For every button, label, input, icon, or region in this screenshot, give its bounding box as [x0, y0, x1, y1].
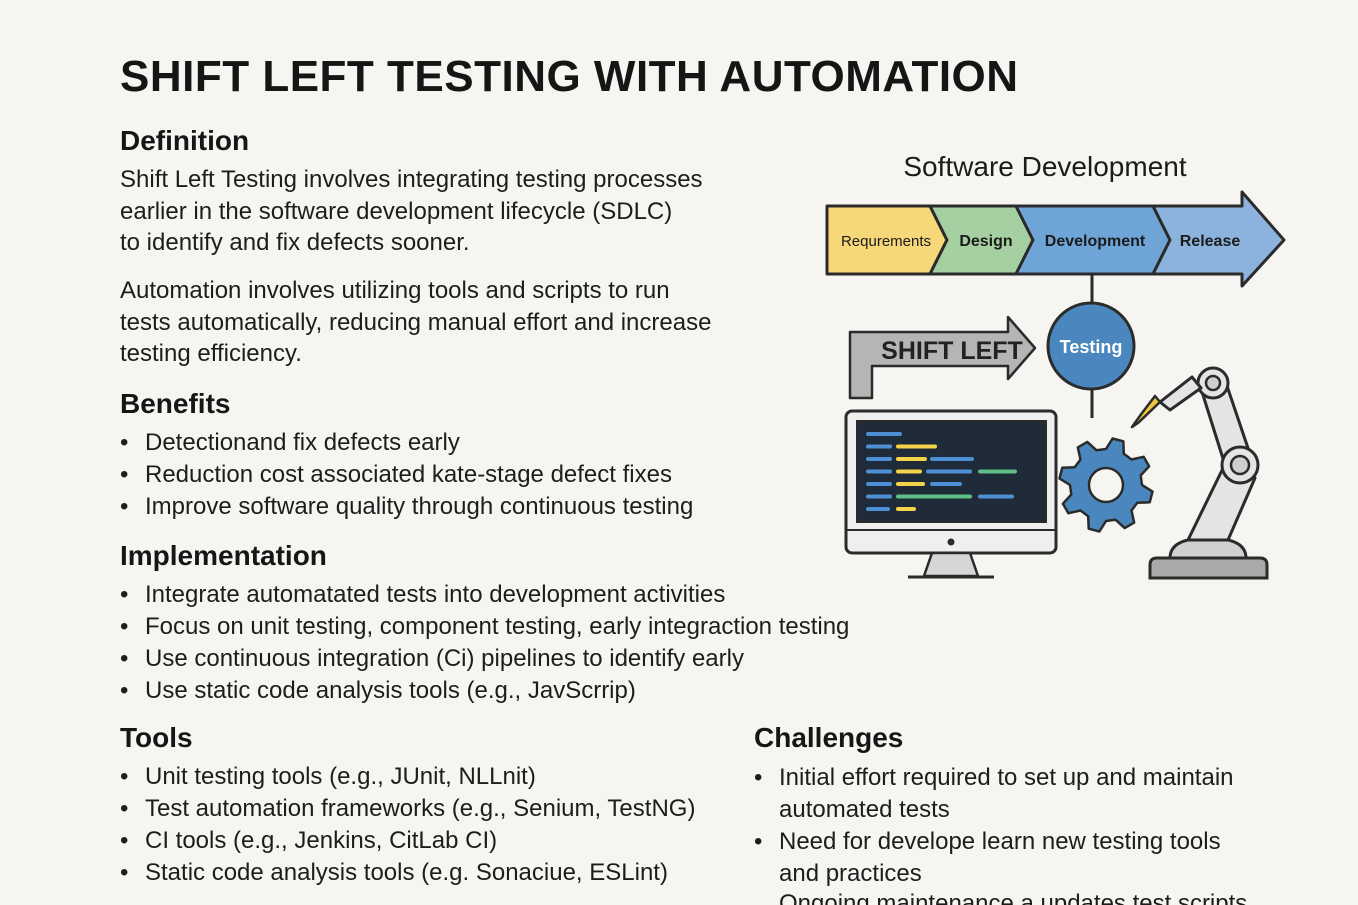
challenges-heading: Challenges: [754, 722, 904, 753]
list-item: Reduction cost associated kate-stage def…: [120, 459, 693, 491]
definition-line: to identify and fix defects sooner.: [120, 229, 470, 256]
list-item: CI tools (e.g., Jenkins, CitLab CI): [120, 825, 695, 857]
gear-hole: [1087, 466, 1125, 504]
stage-label: Release: [1180, 233, 1241, 250]
definition-paragraph: Shift Left Testing involves integrating …: [120, 164, 703, 259]
list-item: Focus on unit testing, component testing…: [120, 611, 849, 643]
stage-label: Development: [1045, 233, 1146, 250]
list-item-line: Need for develope learn new testing tool…: [779, 828, 1221, 855]
stage-label: Requrements: [841, 233, 931, 250]
stage-label: Design: [959, 233, 1012, 250]
implementation-heading: Implementation: [120, 540, 327, 571]
automation-line: tests automatically, reducing manual eff…: [120, 308, 712, 336]
list-item: Improve software quality through continu…: [120, 491, 693, 523]
definition-line: earlier in the software development life…: [120, 197, 673, 225]
stage-release: [1151, 190, 1286, 288]
list-item-line: automated tests: [779, 796, 950, 823]
list-item: Unit testing tools (e.g., JUnit, NLLnit): [120, 761, 695, 793]
automation-line: testing efficiency.: [120, 340, 302, 367]
automation-line: Automation involves utilizing tools and …: [120, 277, 670, 304]
list-item-line: and practices: [779, 860, 922, 887]
benefits-list: Detectionand fix defects early Reduction…: [120, 427, 693, 523]
list-item: Detectionand fix defects early: [120, 427, 693, 459]
testing-circle: [1046, 301, 1136, 391]
diagram-title: Software Development: [903, 151, 1186, 182]
list-item: Use static code analysis tools (e.g., Ja…: [120, 675, 849, 707]
tools-heading: Tools: [120, 722, 193, 753]
implementation-list: Integrate automatated tests into develop…: [120, 579, 849, 707]
list-item: Use continuous integration (Ci) pipeline…: [120, 643, 849, 675]
list-item: Test automation frameworks (e.g., Senium…: [120, 793, 695, 825]
monitor-icon: [844, 409, 1058, 579]
list-item-line: Initial effort required to set up and ma…: [779, 764, 1234, 791]
shift-left-diagram: Software Development Requrements Design …: [825, 151, 1286, 580]
tools-list: Unit testing tools (e.g., JUnit, NLLnit)…: [120, 761, 695, 889]
list-item: Static code analysis tools (e.g. Sonaciu…: [120, 857, 695, 889]
list-item: Integrate automatated tests into develop…: [120, 579, 849, 611]
list-item: Initial effort required to set up and ma…: [754, 762, 1234, 826]
challenges-partial-text: Ongoing maintenance a updates test scrip…: [779, 890, 1248, 905]
robot-arm-icon: [1130, 366, 1269, 580]
challenges-cutoff-line: Ongoing maintenance a updates test scrip…: [779, 890, 1339, 905]
definition-heading: Definition: [120, 125, 250, 156]
challenges-list: Initial effort required to set up and ma…: [754, 762, 1234, 890]
code-lines: [866, 432, 1017, 511]
shift-left-label: SHIFT LEFT: [881, 337, 1023, 365]
definition-line: Shift Left Testing involves integrating …: [120, 166, 703, 193]
automation-paragraph: Automation involves utilizing tools and …: [120, 275, 711, 370]
benefits-heading: Benefits: [120, 388, 231, 419]
testing-label: Testing: [1060, 337, 1123, 357]
page-title: SHIFT LEFT TESTING WITH AUTOMATION: [120, 52, 1019, 101]
list-item: Need for develope learn new testing tool…: [754, 826, 1234, 890]
shift-left-arrow: [848, 315, 1037, 400]
pipeline: Requrements Design Development Release: [825, 190, 1286, 288]
